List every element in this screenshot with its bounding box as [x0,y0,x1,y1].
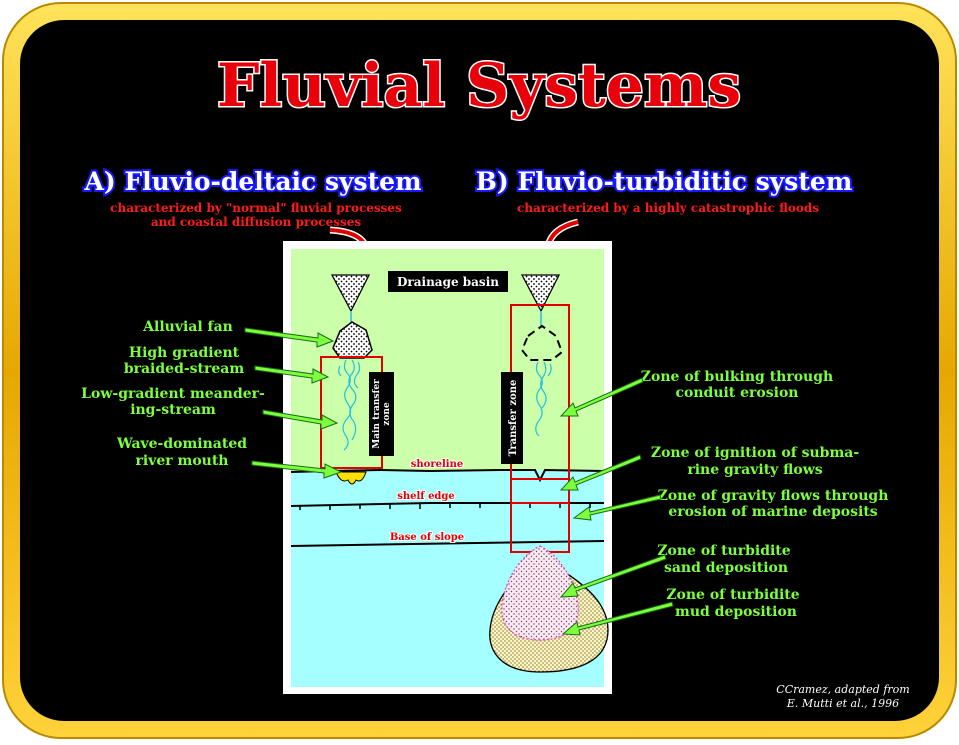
arrow-mud [561,601,674,636]
conduit-streams [535,361,552,437]
arrow-bulking [559,377,644,417]
wave-dominated-label-line2: river mouth [136,453,229,469]
turbidite-sand-lobe [501,545,579,641]
alluvial-fan-label: Alluvial fan [142,319,233,335]
arrow-gravity [572,494,662,521]
diagram-panel: Drainage basin Main transfer zone shorel… [283,241,612,694]
sand-label-line2: sand deposition [664,560,788,576]
shoreline-label: shoreline [411,459,463,470]
gravity-label-line2: erosion of marine deposits [668,504,877,520]
credit-line2: E. Mutti et al., 1996 [786,697,899,710]
sand-label-line1: Zone of turbidite [657,543,790,559]
main-transfer-zone-label-line1: Main transfer [372,379,382,449]
arrow-river-mouth [251,460,343,479]
panel-a-heading: A) Fluvio-deltaic system [83,167,421,196]
low-gradient-label-line2: ing-stream [130,402,216,418]
wave-dominated-label-line1: Wave-dominated [116,436,247,452]
alluvial-fan-shape [332,321,373,359]
river-mouth-delta [335,471,367,485]
arrow-high-gradient [254,365,330,384]
panel-b-heading: B) Fluvio-turbiditic system [476,167,853,196]
ignition-label-line2: rine gravity flows [687,462,822,478]
drainage-basin-label: Drainage basin [397,275,499,289]
panel-a-caption-line2: and coastal diffusion processes [151,215,362,229]
main-transfer-zone-label-line2: zone [382,402,392,426]
braided-streams [338,359,361,451]
panel-b-caption-line1: characterized by a highly catastrophic f… [517,201,819,215]
low-gradient-label-line1: Low-gradient meander- [81,386,265,402]
gravity-label-line1: Zone of gravity flows through [658,488,889,504]
panel-a-caption-line1: characterized by "normal" fluvial proces… [110,201,402,215]
mud-label-line2: mud deposition [675,604,797,620]
right-source-triangle [520,274,561,313]
arrow-ignition [559,454,642,491]
dashed-fan-shape [520,324,564,361]
mud-label-line1: Zone of turbidite [666,587,799,603]
bulking-label-line1: Zone of bulking through [641,369,833,385]
drainage-basin-box [388,271,508,292]
shelf-edge-label: shelf edge [397,491,455,502]
bulking-label-line2: conduit erosion [675,385,798,401]
base-of-slope-line [290,540,605,547]
transfer-zone-label: Transfer zone [508,380,519,457]
high-gradient-label-line1: High gradient [129,345,240,361]
arrow-sand [559,554,667,598]
page-title: Fluvial Systems [217,51,741,121]
green-arrows [244,327,674,636]
arrow-low-gradient [262,409,339,430]
ignition-label-line1: Zone of ignition of subma- [651,445,860,461]
shoreline-line [290,468,605,483]
high-gradient-label-line2: braided-stream [124,361,245,377]
base-of-slope-label: Base of slope [390,532,464,543]
arrow-alluvial-fan [244,327,335,348]
left-source-triangle [330,274,371,313]
credit-line1: CCramez, adapted from [776,683,909,696]
